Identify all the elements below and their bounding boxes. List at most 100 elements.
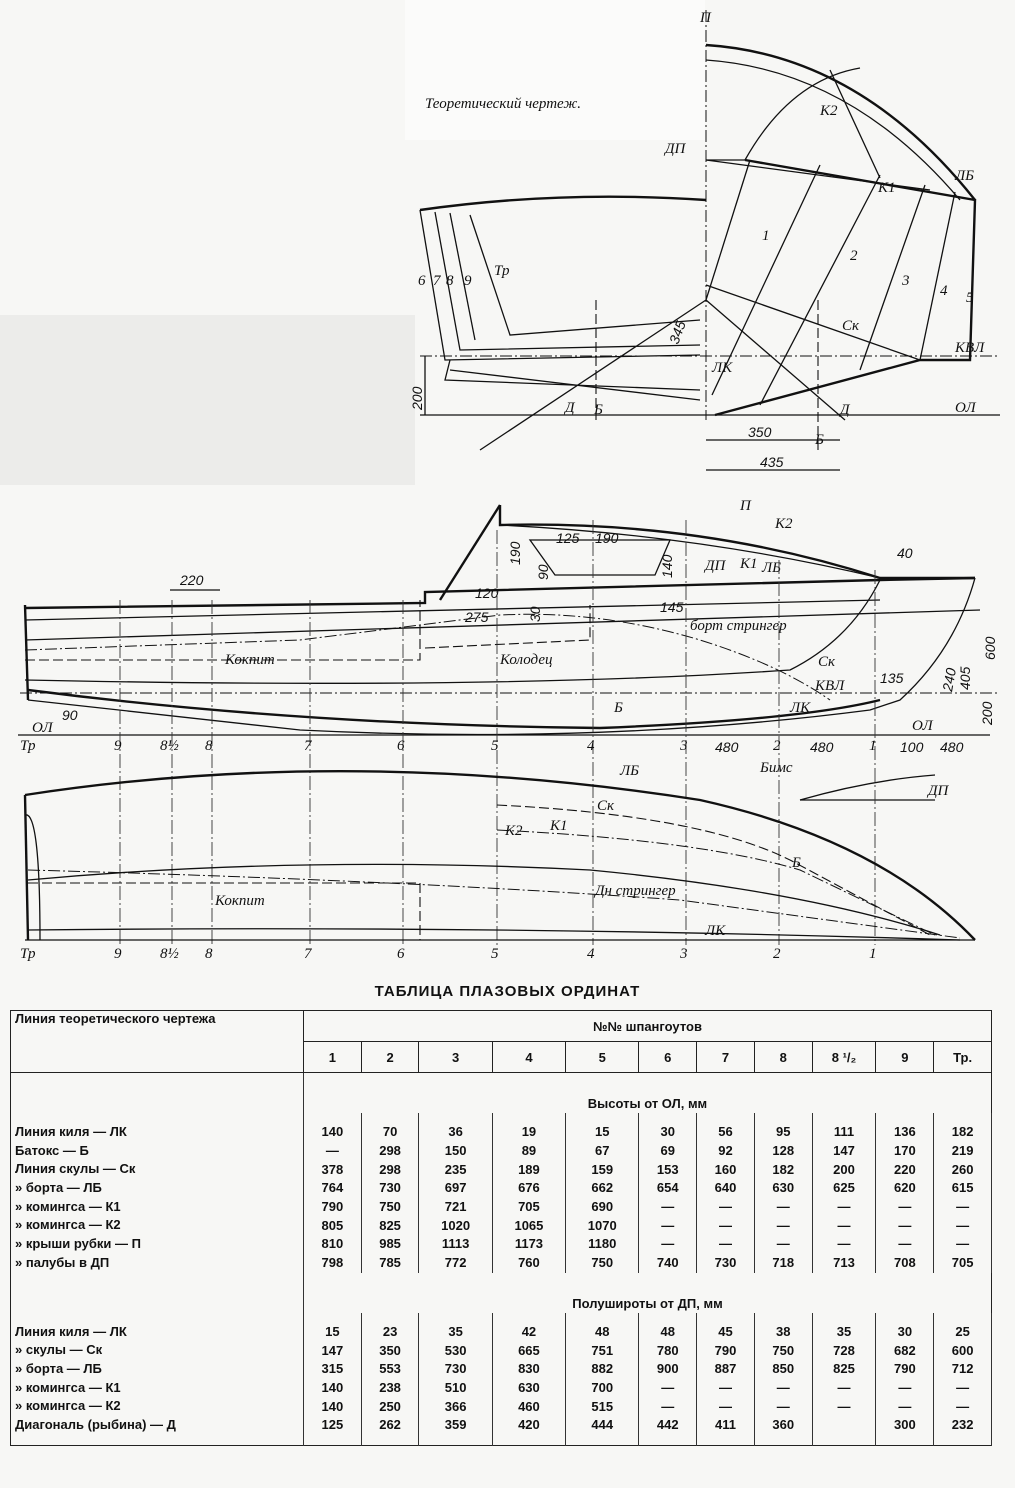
table-cell: — [638, 1235, 698, 1254]
section-2 [759, 174, 881, 406]
table-cell: 830 [491, 1359, 567, 1379]
row-label: » комингса — К2 [15, 1217, 121, 1233]
dimension-label: 480 [715, 739, 739, 755]
well [424, 605, 591, 649]
keel-aft-2 [449, 369, 701, 401]
coaming-k1 [829, 69, 881, 179]
station-label: 4 [587, 738, 595, 754]
table-cell: 70 [360, 1123, 420, 1142]
table-cell: — [875, 1235, 935, 1254]
label: ЛБ [761, 560, 781, 576]
table-cell: 985 [360, 1235, 420, 1254]
table-cell: 682 [875, 1341, 935, 1360]
dimension-label: 435 [760, 454, 784, 470]
table-cell: 460 [491, 1397, 567, 1416]
dimension-label: 140 [659, 554, 675, 578]
chine-sk [705, 284, 921, 361]
table-cell: — [638, 1216, 698, 1236]
table-cell: 600 [933, 1341, 992, 1360]
table-cell: 713 [811, 1253, 877, 1273]
table-cell: 420 [491, 1415, 567, 1435]
frame-column-header: 2 [360, 1041, 420, 1073]
table-cell: — [933, 1197, 992, 1217]
station-label: 1 [869, 738, 877, 754]
table-cell: 705 [933, 1253, 992, 1273]
label: Дн стрингер [593, 883, 676, 899]
label: ДП [663, 141, 687, 157]
section-7-aft [434, 211, 701, 351]
row-label: » скулы — Ск [15, 1342, 103, 1358]
table-cell: 442 [638, 1415, 698, 1435]
table-cell: 147 [811, 1141, 877, 1161]
table-cell: 444 [565, 1415, 640, 1435]
table-cell: — [753, 1397, 813, 1416]
table-cell: 189 [491, 1160, 567, 1180]
table-cell: — [811, 1216, 877, 1236]
cabin-roof [498, 505, 975, 580]
cockpit [25, 600, 421, 661]
table-cell: 662 [565, 1179, 640, 1198]
transom-inner [24, 814, 41, 941]
label: К1 [739, 556, 757, 572]
label: ЛК [704, 923, 726, 939]
station-label: 7 [304, 738, 313, 754]
label: ОЛ [912, 718, 933, 734]
table-cell: 260 [933, 1160, 992, 1180]
dimension-label: 350 [748, 424, 772, 440]
station-label: 2 [773, 946, 781, 962]
label: Д [838, 402, 851, 418]
plan-view: ЛБ Ск К1 К2 Б Кокпит Дн стрингер ЛК [23, 763, 976, 941]
station-label: 9 [114, 738, 122, 754]
table-cell: 360 [753, 1415, 813, 1435]
bottom-stringer [27, 863, 941, 936]
table-cell: 805 [303, 1216, 362, 1236]
section-8-aft [449, 212, 476, 341]
table-cell: 220 [875, 1160, 935, 1180]
table-cell: 850 [753, 1359, 813, 1379]
table-cell: 728 [811, 1341, 877, 1360]
beam-curve [799, 774, 936, 801]
keel-plan [27, 928, 961, 941]
table-cell: 750 [360, 1197, 420, 1217]
label: 4 [940, 283, 948, 299]
label: 5 [966, 290, 974, 306]
offsets-table: Линия теоретического чертежа №№ шпангоут… [10, 1010, 992, 1446]
section-3 [859, 184, 926, 371]
table-cell: 15 [565, 1123, 640, 1142]
dimension-label: 405 [957, 666, 973, 690]
label: Ск [818, 654, 836, 670]
table-cell: 708 [875, 1253, 935, 1273]
table-cell: 235 [418, 1160, 493, 1180]
dimension-label: 480 [810, 739, 834, 755]
table-cell: 150 [418, 1141, 493, 1161]
table-cell: 15 [303, 1322, 362, 1342]
table-cell: 140 [303, 1397, 362, 1416]
table-cell: — [696, 1378, 755, 1398]
frame-column-header: 8 [753, 1041, 813, 1073]
dimension-label: 40 [897, 545, 913, 561]
dimension-label: 275 [464, 609, 489, 625]
table-cell: — [753, 1235, 813, 1254]
table-cell: 35 [811, 1322, 877, 1342]
frame-column-header: 8 ¹/₂ [811, 1041, 877, 1073]
keel-aft [444, 359, 701, 391]
table-cell: 95 [753, 1123, 813, 1142]
label: 8 [446, 273, 454, 289]
label: Б [791, 855, 801, 871]
row-label: » комингса — К1 [15, 1198, 121, 1214]
station-label: 8½ [160, 738, 179, 754]
section-1 [711, 164, 821, 396]
station-label: 5 [491, 946, 499, 962]
dimension-label: 200 [409, 386, 425, 411]
table-cell: 359 [418, 1415, 493, 1435]
table-cell: 153 [638, 1160, 698, 1180]
table-cell: 140 [303, 1378, 362, 1398]
aft-sheer [419, 195, 707, 212]
label: ЛБ [954, 168, 974, 184]
